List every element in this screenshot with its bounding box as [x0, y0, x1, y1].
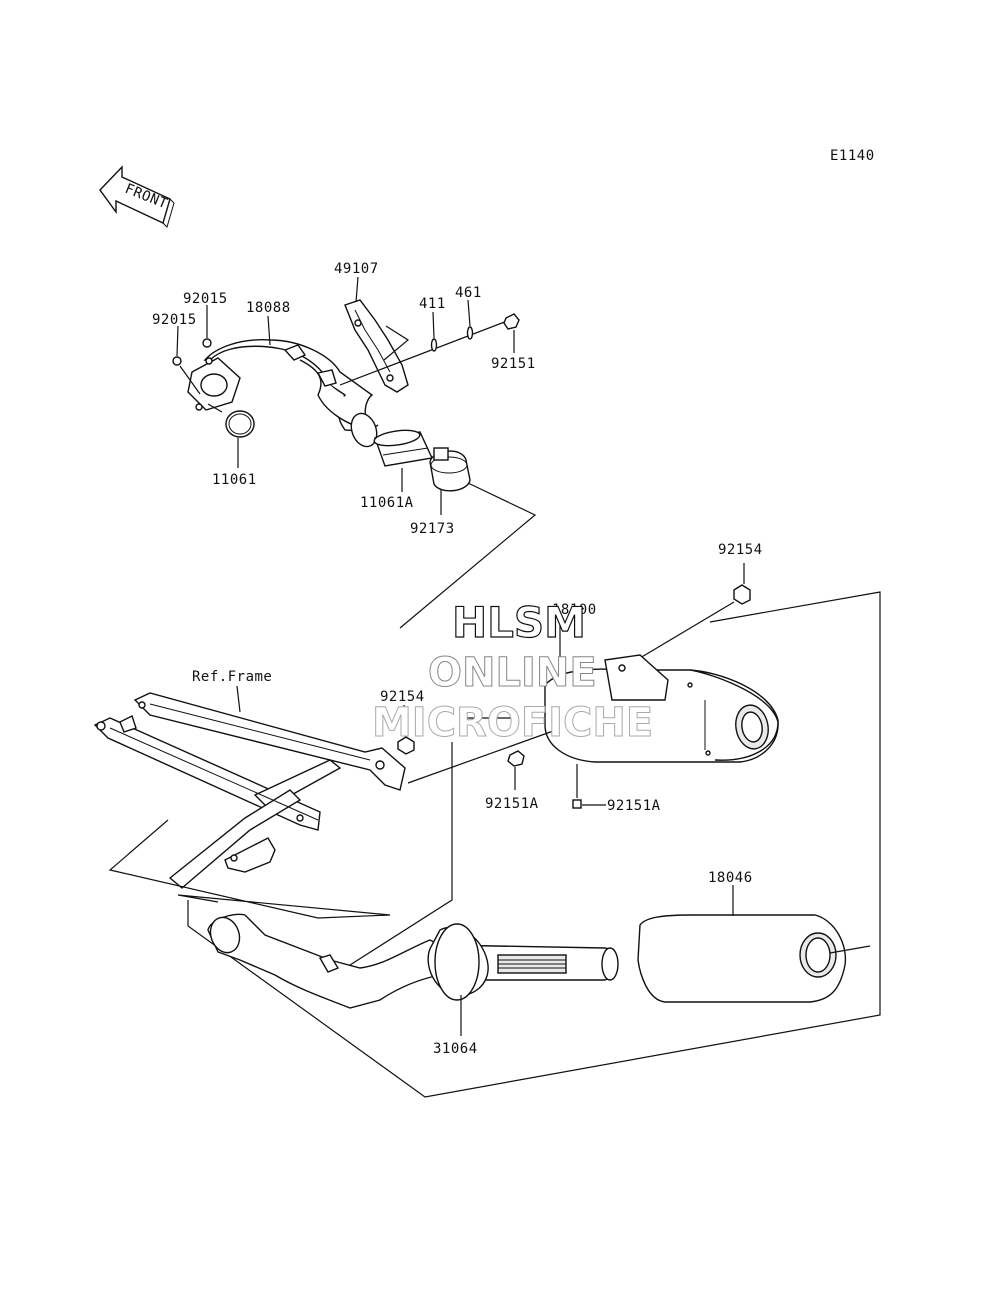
frame-reference-label: Ref.Frame: [192, 669, 272, 685]
heat-guard-49107: [344, 299, 409, 393]
label-461: 461: [455, 285, 482, 301]
front-arrow-icon: FRONT: [99, 165, 175, 228]
label-411: 411: [419, 296, 446, 312]
silencer-18046: [637, 914, 847, 1003]
watermark-line1: HLSM: [452, 598, 586, 647]
label-49107: 49107: [334, 261, 379, 277]
label-92151A-left: 92151A: [485, 796, 539, 812]
label-92015-top: 92015: [183, 291, 228, 307]
silencer-18100: [544, 654, 779, 763]
header-pipe-18088: [187, 339, 379, 448]
watermark-line2: ONLINE: [428, 650, 597, 696]
label-92154-top: 92154: [718, 542, 763, 558]
label-92173: 92173: [410, 521, 455, 537]
label-92151: 92151: [491, 356, 536, 372]
mid-pipe: [207, 913, 619, 1009]
collar-461: [466, 326, 474, 340]
label-92151A-right: 92151A: [607, 798, 661, 814]
label-11061A: 11061A: [360, 495, 414, 511]
clamp-92173: [429, 447, 471, 492]
bolt-92154-mid: [397, 736, 415, 755]
gasket-11061: [225, 410, 255, 438]
nut-92015-left: [172, 356, 182, 366]
subframe: [93, 692, 406, 889]
bolt-92151A-right: [572, 799, 582, 809]
washer-411: [430, 338, 438, 352]
label-31064: 31064: [433, 1041, 478, 1057]
sleeve-11061A: [373, 429, 434, 467]
bolt-92151: [503, 313, 520, 330]
label-92154-mid: 92154: [380, 689, 425, 705]
nut-92015-top: [202, 338, 212, 348]
diagram-code: E1140: [830, 148, 875, 164]
watermark: HLSM ONLINE MICROFICHE: [372, 597, 654, 746]
bolt-92154-top: [733, 584, 751, 605]
label-11061: 11061: [212, 472, 257, 488]
label-18046: 18046: [708, 870, 753, 886]
watermark-line3: MICROFICHE: [372, 700, 653, 746]
bolt-92151A-left: [507, 750, 525, 767]
label-18100: 18100: [552, 602, 597, 618]
label-92015-left: 92015: [152, 312, 197, 328]
label-18088: 18088: [246, 300, 291, 316]
